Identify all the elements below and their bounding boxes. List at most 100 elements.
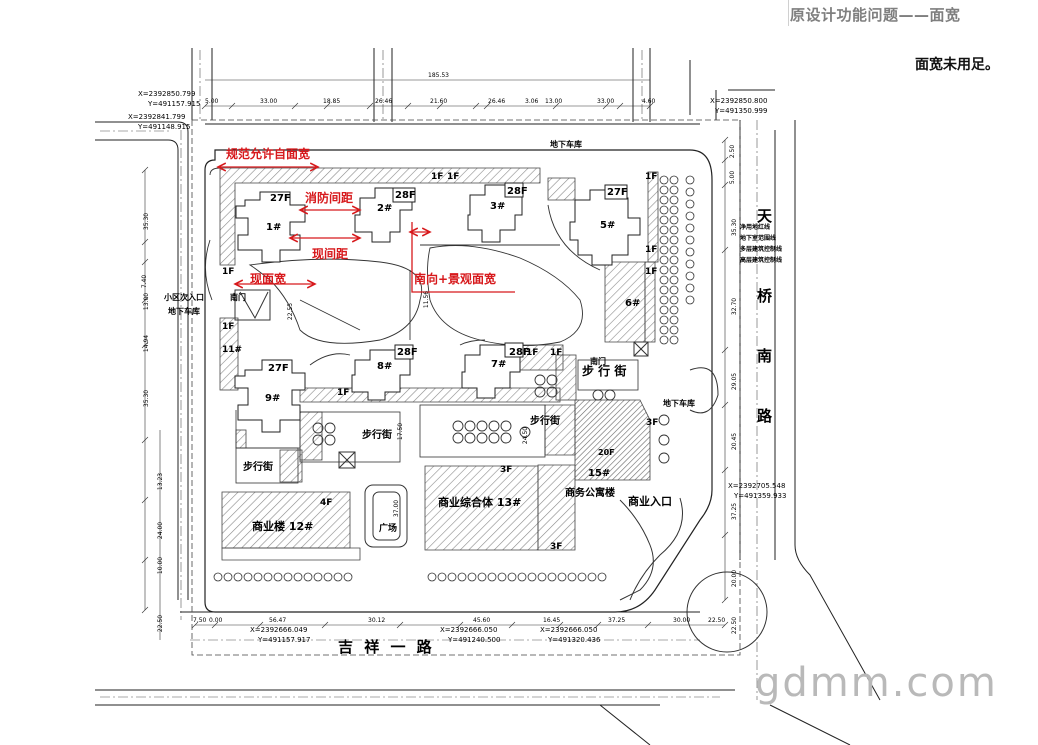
dimension-tick — [616, 102, 624, 110]
tree-symbol — [669, 225, 679, 235]
tree-symbol — [659, 225, 669, 235]
pedestrian-street — [235, 359, 639, 484]
dimension-ticks — [141, 102, 729, 629]
tree-symbol — [659, 215, 669, 225]
tree-symbol — [567, 572, 577, 582]
page-title: 原设计功能问题——面宽 — [790, 6, 961, 24]
tree-symbol — [659, 305, 669, 315]
road-centerlines — [100, 50, 758, 700]
tree-symbol — [685, 271, 695, 281]
dimension-tick — [721, 401, 729, 409]
tree-symbol — [659, 255, 669, 265]
page-subtitle: 面宽未用足。 — [915, 57, 999, 73]
dimension-tick — [721, 346, 729, 354]
red-annotation-lines — [218, 167, 515, 293]
site-outline — [204, 149, 713, 613]
dimension-tick — [396, 621, 404, 629]
dimension-tick — [721, 156, 729, 164]
title-divider — [788, 0, 789, 26]
dimension-tick — [552, 102, 560, 110]
tree-symbol — [477, 572, 487, 582]
dimension-tick — [141, 238, 149, 246]
tree-symbol — [517, 572, 527, 582]
tree-symbol — [659, 205, 669, 215]
tree-symbol — [659, 295, 669, 305]
dimension-tick — [646, 102, 654, 110]
dimension-tick — [404, 102, 412, 110]
tree-symbol — [669, 175, 679, 185]
tree-symbol — [659, 285, 669, 295]
tree-symbol — [273, 572, 283, 582]
tree-symbol — [685, 199, 695, 209]
tree-symbol — [659, 185, 669, 195]
plaza-shapes — [234, 289, 768, 653]
dimension-tick — [291, 102, 299, 110]
tree-symbol — [243, 572, 253, 582]
dimension-tick — [141, 166, 149, 174]
tree-symbol — [507, 572, 517, 582]
dimension-tick — [228, 102, 236, 110]
tree-symbol — [669, 335, 679, 345]
tree-symbol — [669, 275, 679, 285]
tree-symbol — [547, 572, 557, 582]
tree-symbol — [253, 572, 263, 582]
tree-symbol — [669, 215, 679, 225]
watermark: gdmm.com — [755, 660, 998, 706]
tree-symbol — [659, 335, 669, 345]
tree-symbol — [669, 285, 679, 295]
dimension-tick — [556, 621, 564, 629]
tree-symbol — [333, 572, 343, 582]
tree-symbol — [669, 185, 679, 195]
tree-symbol — [313, 572, 323, 582]
tree-symbol — [659, 275, 669, 285]
tree-symbol — [659, 195, 669, 205]
dimension-tick — [721, 596, 729, 604]
tree-symbol — [669, 295, 679, 305]
tree-symbol — [669, 255, 679, 265]
tree-symbol — [669, 305, 679, 315]
tree-symbol — [427, 572, 437, 582]
tree-symbol — [659, 315, 669, 325]
dimension-tick — [436, 102, 444, 110]
dimension-tick — [141, 341, 149, 349]
tree-symbol — [487, 572, 497, 582]
dimension-tick — [321, 621, 329, 629]
dimension-tick — [141, 436, 149, 444]
tree-symbol — [497, 572, 507, 582]
dimension-tick — [602, 102, 610, 110]
dimension-tick — [472, 102, 480, 110]
tree-symbol — [303, 572, 313, 582]
dimension-tick — [644, 621, 652, 629]
tree-symbol — [659, 325, 669, 335]
tree-symbol — [293, 572, 303, 582]
dimension-tick — [594, 621, 602, 629]
dimension-tick — [141, 296, 149, 304]
dimension-tick — [483, 102, 491, 110]
tree-circles — [312, 374, 670, 464]
tree-symbol — [323, 572, 333, 582]
tree-symbol — [659, 245, 669, 255]
dimension-lines — [144, 79, 726, 640]
tree-symbol — [587, 572, 597, 582]
tree-symbol — [577, 572, 587, 582]
tree-symbol — [283, 572, 293, 582]
tree-symbol — [685, 247, 695, 257]
podium-hatch — [219, 167, 659, 561]
dimension-tick — [721, 531, 729, 539]
dimension-tick — [323, 102, 331, 110]
dimension-tick — [141, 258, 149, 266]
dimension-tick — [141, 556, 149, 564]
dimension-tick — [191, 621, 199, 629]
tree-symbol — [685, 223, 695, 233]
tree-symbol — [597, 572, 607, 582]
tree-symbol — [467, 572, 477, 582]
tree-symbol — [669, 315, 679, 325]
tree-symbol — [659, 265, 669, 275]
tree-symbol — [685, 187, 695, 197]
tree-symbol — [343, 572, 353, 582]
tree-symbol — [659, 175, 669, 185]
tree-symbol — [669, 195, 679, 205]
tree-symbol — [457, 572, 467, 582]
tree-rows — [213, 175, 695, 582]
tree-symbol — [685, 259, 695, 269]
